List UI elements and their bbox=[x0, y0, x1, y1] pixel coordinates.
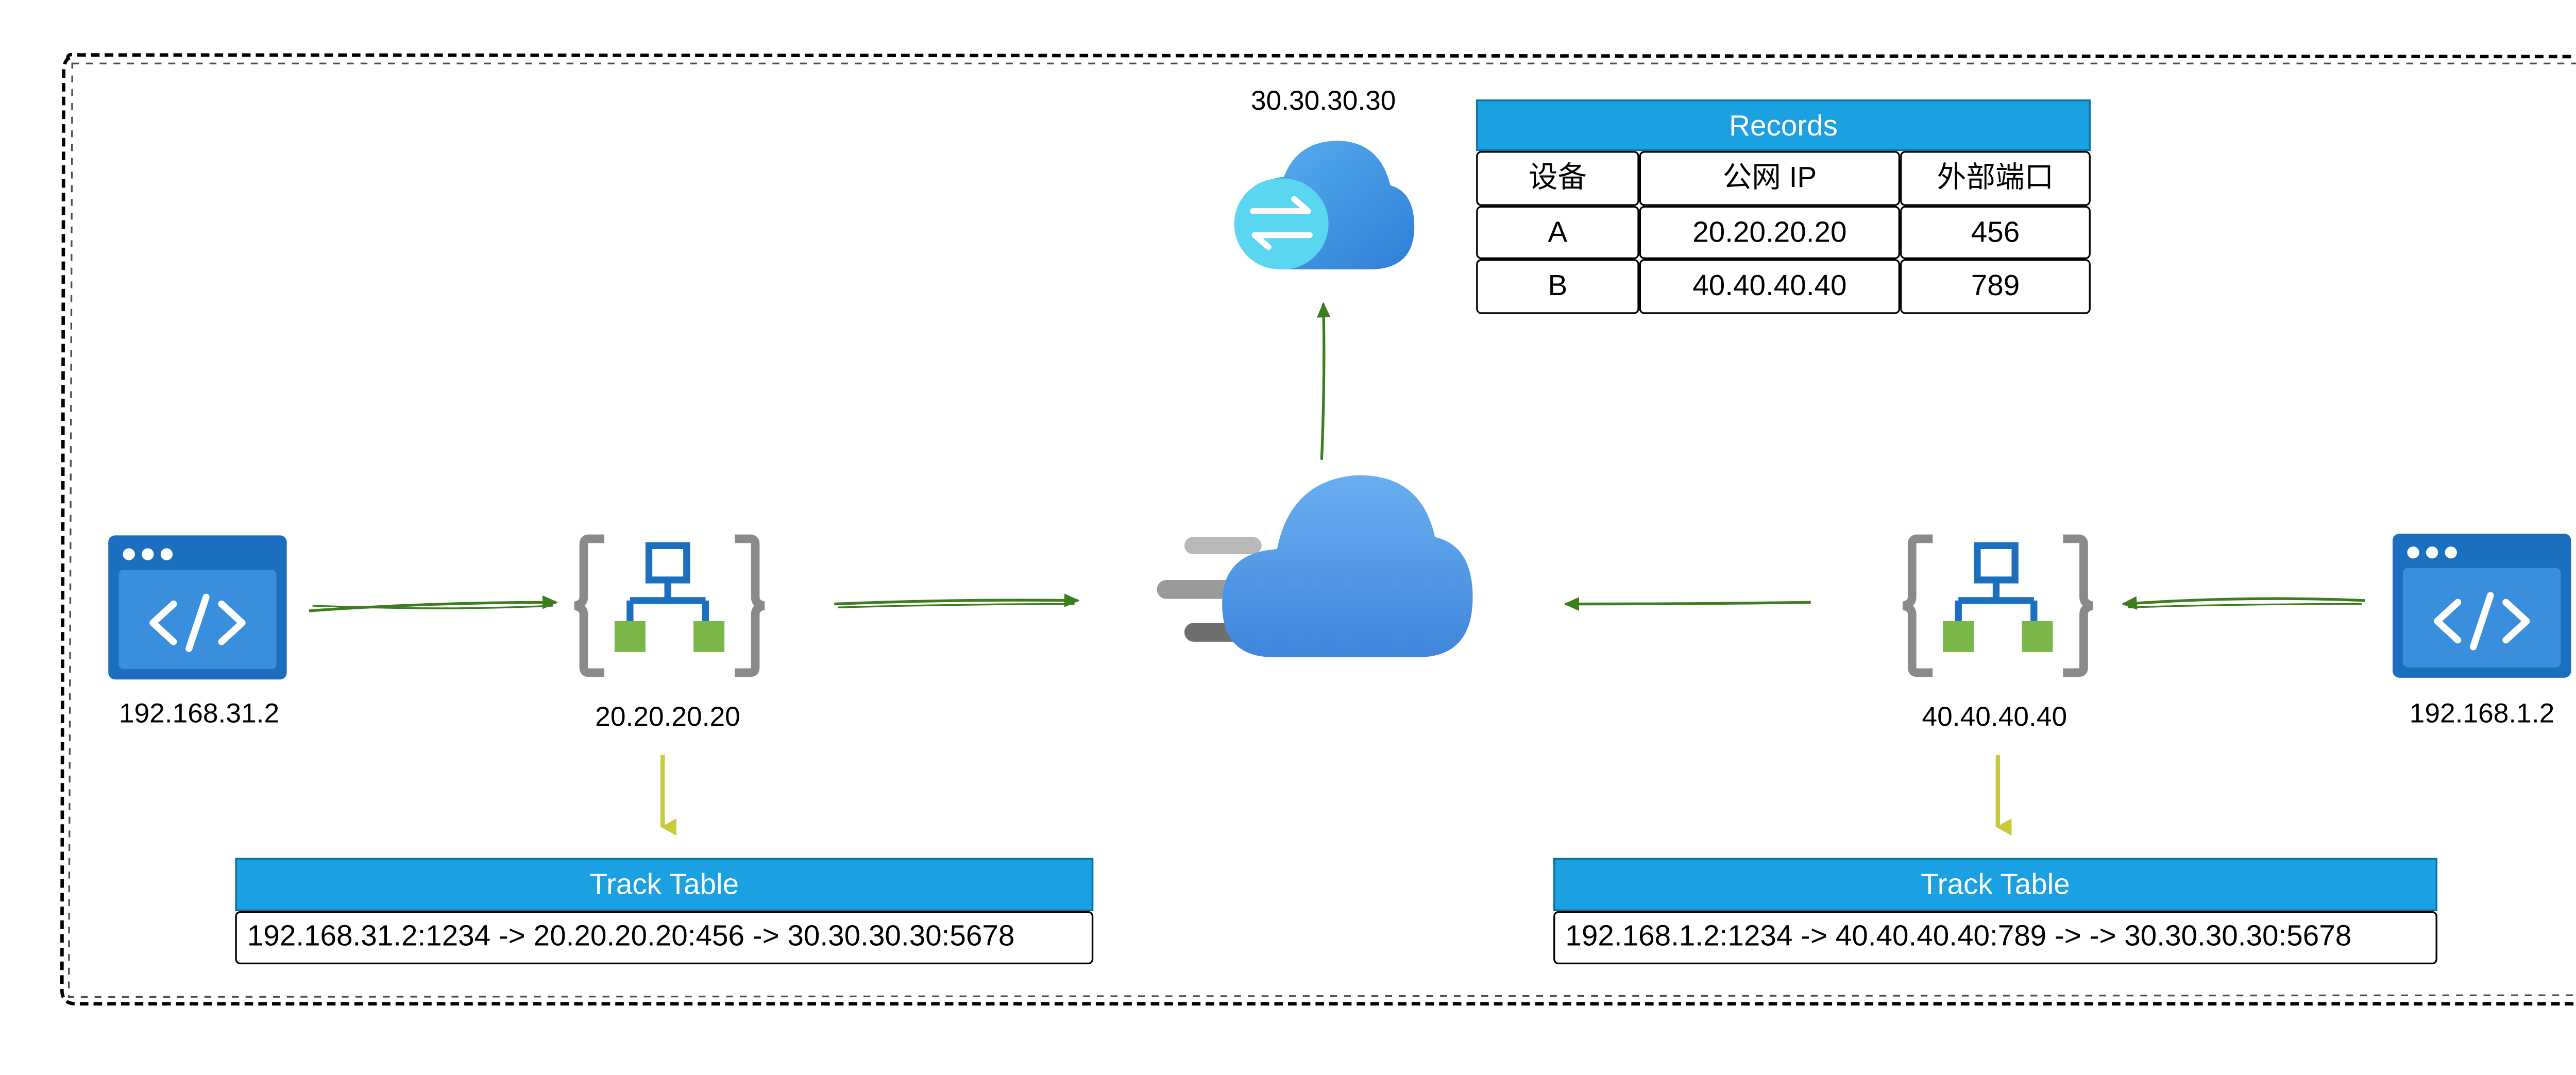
records-cell: 40.40.40.40 bbox=[1639, 259, 1901, 314]
arrow-client-to-nat-right bbox=[2121, 596, 2365, 610]
arrow-client-to-nat-left bbox=[309, 595, 558, 612]
records-cell: 789 bbox=[1900, 259, 2091, 314]
track-arrows bbox=[660, 755, 2012, 836]
records-table-title: Records bbox=[1476, 99, 2091, 151]
track-table-entry: 192.168.31.2:1234 -> 20.20.20.20:456 -> … bbox=[235, 911, 1094, 965]
records-cell: B bbox=[1476, 259, 1639, 314]
code-window-icon bbox=[108, 535, 287, 680]
left-client-ip-label: 192.168.31.2 bbox=[118, 700, 280, 729]
arrow-nat-left-to-cloud bbox=[834, 593, 1080, 607]
network-topology-icon bbox=[1902, 534, 2094, 677]
records-cell: 456 bbox=[1900, 206, 2091, 260]
records-header-external-port: 外部端口 bbox=[1900, 151, 2091, 206]
flow-arrows bbox=[309, 302, 2365, 612]
track-table-entry: 192.168.1.2:1234 -> 40.40.40.40:789 -> -… bbox=[1553, 911, 2437, 965]
left-nat-ip-label: 20.20.20.20 bbox=[595, 703, 740, 733]
records-header-public-ip: 公网 IP bbox=[1639, 151, 1901, 206]
right-client-ip-label: 192.168.1.2 bbox=[2409, 700, 2555, 729]
code-window-icon bbox=[2393, 534, 2571, 678]
cloud-exchange-icon bbox=[1234, 141, 1415, 269]
stun-server-ip-label: 30.30.30.30 bbox=[1250, 87, 1396, 117]
track-table-title: Track Table bbox=[1553, 858, 2437, 911]
records-header-device: 设备 bbox=[1476, 151, 1639, 206]
arrow-nat-right-to-cloud bbox=[1564, 597, 1811, 611]
network-topology-icon bbox=[574, 534, 765, 677]
records-cell: A bbox=[1476, 206, 1639, 260]
fast-cloud-icon bbox=[1157, 475, 1473, 657]
track-table-title: Track Table bbox=[235, 858, 1094, 911]
right-nat-ip-label: 40.40.40.40 bbox=[1922, 703, 2067, 733]
records-cell: 20.20.20.20 bbox=[1639, 206, 1901, 260]
boundary-frame bbox=[60, 53, 2576, 1006]
arrow-cloud-to-stun bbox=[1316, 302, 1331, 460]
